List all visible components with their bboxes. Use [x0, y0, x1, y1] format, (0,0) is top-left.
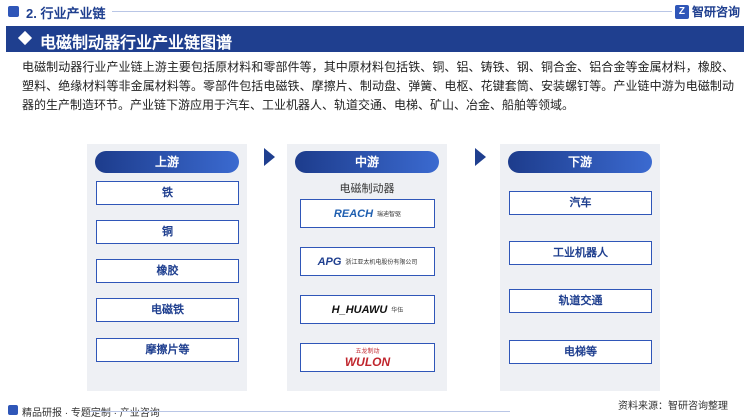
downstream-column: 下游 汽车 工业机器人 轨道交通 电梯等	[500, 144, 660, 391]
footer-divider	[90, 411, 510, 412]
company-logo-wulon: 五龙制动 WULON	[300, 343, 435, 372]
arrow-right-icon	[264, 148, 275, 166]
upstream-item: 摩擦片等	[96, 338, 239, 362]
downstream-item: 工业机器人	[509, 241, 652, 265]
downstream-item: 汽车	[509, 191, 652, 215]
midstream-sublabel: 电磁制动器	[339, 183, 395, 195]
diamond-icon	[17, 30, 33, 46]
upstream-item: 铁	[96, 181, 239, 205]
zhiyan-logo-icon: Z	[674, 4, 689, 19]
logo-text: 瑞迪智驱	[377, 212, 402, 218]
intro-paragraph: 电磁制动器行业产业链上游主要包括原材料和零部件等，其中原材料包括铁、铜、铝、铸铁…	[22, 60, 734, 112]
downstream-item: 电梯等	[509, 340, 652, 364]
logo-text: 五龙制动	[355, 349, 380, 355]
logo-mark: H_HUAWU	[331, 303, 388, 316]
midstream-column: 中游 电磁制动器 REACH 瑞迪智驱 APG 浙江亚太机电股份有限公司 H_H…	[287, 144, 447, 391]
footer-icon	[8, 405, 18, 415]
footer-source: 资料来源：智研咨询整理	[618, 401, 728, 412]
logo-mark: WULON	[344, 355, 391, 369]
header-divider	[112, 11, 672, 12]
title-band: 电磁制动器行业产业链图谱	[6, 26, 744, 52]
upstream-header: 上游	[95, 151, 239, 173]
company-logo-apg: APG 浙江亚太机电股份有限公司	[300, 247, 435, 276]
midstream-header: 中游	[295, 151, 439, 173]
logo-text: 浙江亚太机电股份有限公司	[345, 260, 418, 266]
arrow-right-icon	[475, 148, 486, 166]
downstream-item: 轨道交通	[509, 289, 652, 313]
section-title: 2. 行业产业链	[26, 6, 106, 21]
downstream-header: 下游	[508, 151, 652, 173]
brand-name: 智研咨询	[691, 5, 740, 19]
section-icon	[8, 6, 19, 17]
upstream-item: 橡胶	[96, 259, 239, 283]
upstream-item: 铜	[96, 220, 239, 244]
page-title: 电磁制动器行业产业链图谱	[40, 35, 233, 52]
brand: Z 智研咨询	[674, 3, 740, 20]
company-logo-huawu: H_HUAWU 华伍	[300, 295, 435, 324]
top-header: 2. 行业产业链 Z 智研咨询	[0, 0, 750, 24]
logo-mark: REACH	[333, 207, 374, 220]
upstream-column: 上游 铁 铜 橡胶 电磁铁 摩擦片等	[87, 144, 247, 391]
company-logo-reach: REACH 瑞迪智驱	[300, 199, 435, 228]
logo-mark: APG	[317, 255, 342, 268]
logo-text: 华伍	[391, 308, 404, 314]
upstream-item: 电磁铁	[96, 298, 239, 322]
footer-tagline: 精品研报 · 专题定制 · 产业咨询	[22, 408, 160, 419]
